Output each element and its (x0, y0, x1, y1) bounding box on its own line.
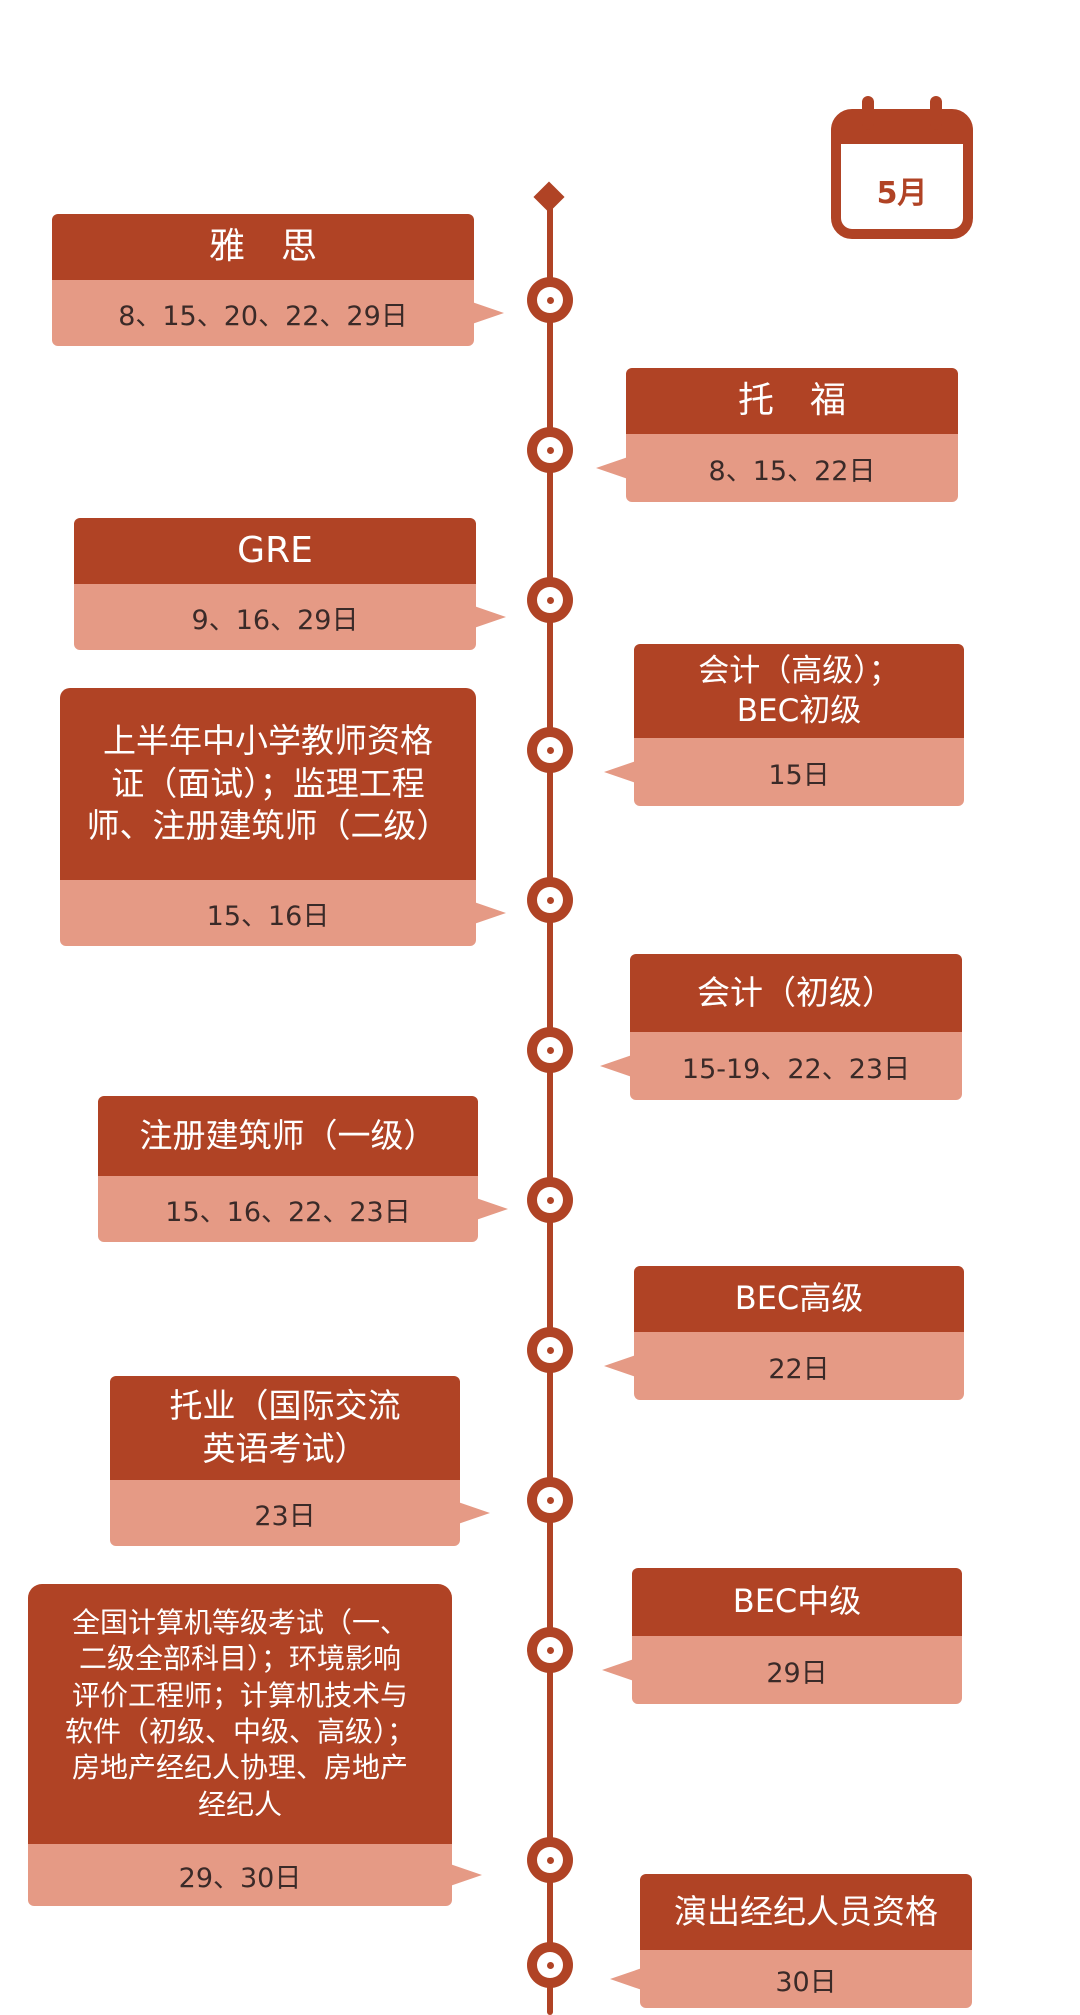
exam-title: 上半年中小学教师资格 证（面试）；监理工程 师、注册建筑师（二级） (60, 688, 476, 880)
timeline-node (527, 577, 573, 623)
timeline-node (527, 1327, 573, 1373)
exam-card-computer-rank-exam: 全国计算机等级考试（一、 二级全部科目）；环境影响 评价工程师；计算机技术与 软… (28, 1584, 482, 1906)
exam-title: BEC中级 (632, 1568, 962, 1636)
exam-title: 托 福 (626, 368, 958, 434)
month-label: 5月 (876, 176, 928, 211)
timeline-node (527, 277, 573, 323)
exam-title: 演出经纪人员资格 (640, 1874, 972, 1950)
exam-card-toeic: 托业（国际交流 英语考试） 23日 (110, 1376, 490, 1546)
exam-dates: 15、16、22、23日 (98, 1176, 508, 1242)
exam-dates: 29日 (602, 1636, 962, 1704)
exam-dates: 9、16、29日 (74, 584, 506, 650)
exam-card-ielts: 雅 思 8、15、20、22、29日 (52, 214, 504, 346)
timeline-node (527, 1942, 573, 1988)
exam-dates: 8、15、22日 (596, 434, 958, 502)
exam-title: 全国计算机等级考试（一、 二级全部科目）；环境影响 评价工程师；计算机技术与 软… (28, 1584, 452, 1844)
calendar-icon (831, 96, 973, 239)
timeline-node (527, 1837, 573, 1883)
timeline-axis (547, 200, 553, 2015)
timeline-node (527, 1477, 573, 1523)
exam-title: 雅 思 (52, 214, 474, 280)
exam-card-bec-vantage: BEC中级 29日 (602, 1568, 962, 1704)
exam-dates: 15日 (604, 738, 964, 806)
exam-dates: 15、16日 (60, 880, 506, 946)
timeline-node (527, 727, 573, 773)
exam-card-toefl: 托 福 8、15、22日 (596, 368, 958, 502)
exam-dates: 30日 (610, 1950, 972, 2008)
timeline-node (527, 1177, 573, 1223)
exam-card-bec-higher: BEC高级 22日 (604, 1266, 964, 1400)
exam-dates: 15-19、22、23日 (600, 1032, 962, 1100)
timeline-top-diamond (533, 181, 565, 213)
exam-card-gre: GRE 9、16、29日 (74, 518, 506, 650)
exam-title: 托业（国际交流 英语考试） (110, 1376, 460, 1480)
exam-card-accounting-junior: 会计（初级） 15-19、22、23日 (600, 954, 962, 1100)
exam-dates: 8、15、20、22、29日 (52, 280, 504, 346)
timeline-node (527, 1627, 573, 1673)
timeline-node (527, 427, 573, 473)
exam-title: 会计（高级）； BEC初级 (634, 644, 964, 738)
timeline-node (527, 877, 573, 923)
exam-card-teacher-qualification: 上半年中小学教师资格 证（面试）；监理工程 师、注册建筑师（二级） 15、16日 (60, 688, 506, 946)
exam-title: 注册建筑师（一级） (98, 1096, 478, 1176)
exam-dates: 23日 (110, 1480, 490, 1546)
exam-title: GRE (74, 518, 476, 584)
exam-card-performance-broker: 演出经纪人员资格 30日 (610, 1874, 972, 2008)
exam-card-accounting-senior-bec-basic: 会计（高级）； BEC初级 15日 (604, 644, 964, 806)
exam-dates: 22日 (604, 1332, 964, 1400)
timeline-node (527, 1027, 573, 1073)
exam-title: BEC高级 (634, 1266, 964, 1332)
exam-card-architect-first-class: 注册建筑师（一级） 15、16、22、23日 (98, 1096, 508, 1242)
exam-dates: 29、30日 (28, 1844, 482, 1906)
exam-title: 会计（初级） (630, 954, 962, 1032)
